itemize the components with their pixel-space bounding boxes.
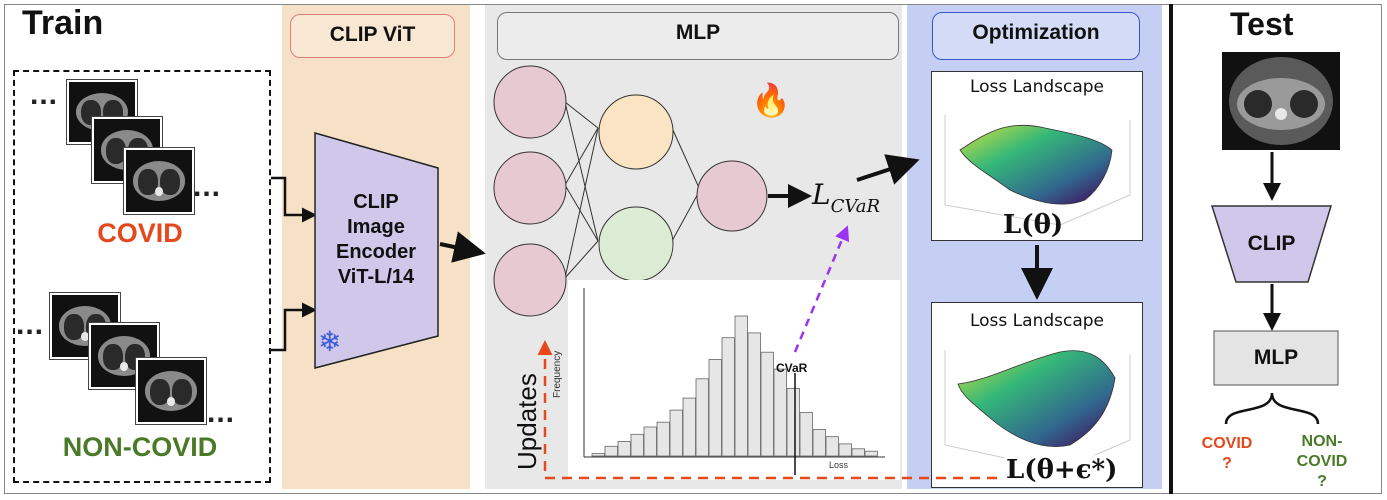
loss-subscript: CVaR	[830, 196, 880, 217]
test-noncovid-output: NON- COVID ?	[1287, 432, 1357, 492]
mlp-edges	[564, 101, 701, 279]
histogram-bar	[825, 436, 839, 457]
histogram-bar	[786, 387, 800, 457]
formula-loss-perturbed: L(θ+ϵ*)	[1004, 455, 1120, 485]
test-clip-block	[1210, 205, 1333, 283]
ellipsis: ...	[207, 396, 236, 429]
output-node	[696, 160, 768, 232]
encoder-line: ViT-L/14	[337, 266, 415, 288]
ellipsis: ...	[16, 308, 45, 341]
landscape-surface-2	[944, 350, 1131, 471]
encoder-line: Image	[347, 216, 405, 238]
histogram-bar	[604, 445, 618, 457]
train-test-divider	[1169, 4, 1173, 494]
ct-image	[124, 148, 194, 214]
train-title: Train	[22, 4, 104, 42]
test-mlp-label: MLP	[1253, 346, 1299, 369]
histogram-bar	[851, 448, 865, 457]
histogram-bar	[721, 337, 735, 457]
landscape-surface-1	[944, 115, 1131, 226]
histogram-bar	[630, 433, 644, 457]
updates-label: Updates	[512, 373, 542, 470]
histogram-bar	[708, 358, 722, 457]
input-node	[493, 151, 567, 225]
test-covid-output: COVID ?	[1192, 434, 1262, 474]
histogram-bar	[773, 368, 787, 457]
test-title: Test	[1230, 6, 1294, 42]
histogram-bar	[760, 351, 774, 457]
noncovid-out-q: ?	[1317, 473, 1327, 490]
histogram-bar	[695, 378, 709, 457]
input-arrow-covid	[271, 176, 317, 223]
noncovid-out-line2: COVID	[1296, 453, 1348, 470]
test-output-brace	[1224, 392, 1320, 425]
snowflake-icon: ❄	[318, 326, 342, 357]
landscape-title: Loss Landscape	[969, 311, 1105, 331]
formula-loss-theta: L(θ)	[1003, 210, 1064, 240]
loss-cvar-label: LCVaR	[812, 178, 880, 217]
ellipsis: ...	[30, 78, 59, 111]
histogram-bar	[656, 421, 670, 457]
covid-out-label: COVID	[1201, 435, 1253, 452]
loss-main: L	[812, 178, 831, 211]
noncovid-out-line1: NON-	[1301, 433, 1343, 450]
fire-icon: 🔥	[751, 82, 791, 118]
test-ct-image	[1222, 52, 1340, 150]
histogram-bar	[799, 412, 813, 457]
ellipsis: ...	[193, 170, 222, 203]
histogram-bar	[864, 450, 878, 457]
figure-frame	[4, 4, 1382, 494]
hidden-node	[598, 206, 674, 282]
mlp-title: MLP	[497, 12, 899, 60]
histogram-bar	[812, 428, 826, 457]
input-arrow-noncovid	[271, 302, 317, 352]
cvar-label: CVaR	[776, 361, 808, 375]
covid-label: COVID	[97, 218, 183, 248]
histogram-bar	[747, 332, 761, 457]
train-dataset-box	[13, 70, 271, 483]
ct-image	[136, 358, 206, 424]
histogram-bars	[591, 315, 878, 457]
test-clip-label: CLIP	[1247, 232, 1296, 255]
hist-xlabel: Loss	[829, 460, 849, 470]
histogram-bar	[838, 443, 852, 457]
histogram-bar	[669, 409, 683, 457]
hist-ylabel: Frequency	[552, 350, 563, 398]
loss-to-optimization-arrow	[856, 154, 920, 185]
optimization-title: Optimization	[932, 12, 1140, 60]
histogram-bar	[617, 441, 631, 457]
encoder-line: Encoder	[335, 241, 417, 263]
histogram-bar	[682, 397, 696, 457]
covid-out-q: ?	[1222, 455, 1232, 472]
histogram-bar	[734, 315, 748, 457]
hidden-node	[598, 94, 674, 170]
updates-arrow	[537, 340, 1031, 480]
encoder-line: CLIP	[353, 191, 399, 213]
histogram-bar	[643, 426, 657, 457]
clip-encoder-label: CLIP Image Encoder ViT-L/14	[316, 190, 436, 290]
histogram-bar	[591, 453, 605, 457]
input-node	[493, 243, 567, 317]
test-mlp-block	[1213, 330, 1339, 386]
input-node	[493, 65, 567, 139]
clip-vit-title: CLIP ViT	[290, 14, 455, 58]
clip-image-encoder	[314, 132, 439, 369]
landscape-title: Loss Landscape	[969, 77, 1105, 97]
encoder-to-mlp-arrow	[439, 231, 486, 263]
noncovid-label: NON-COVID	[62, 432, 218, 462]
